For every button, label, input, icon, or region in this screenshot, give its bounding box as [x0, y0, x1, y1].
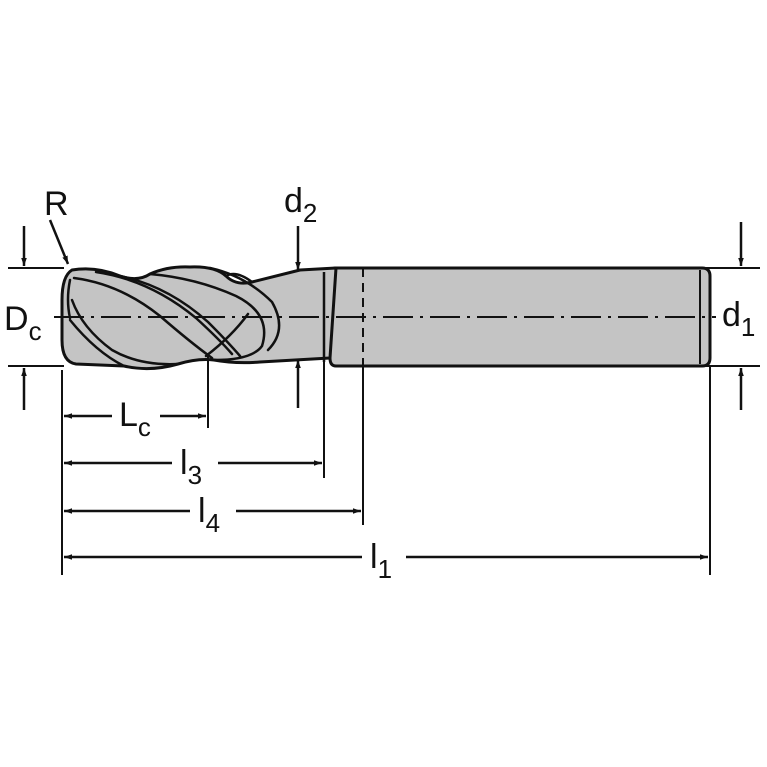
- end-mill-body: [60, 265, 712, 371]
- usable-length-label: l4: [198, 492, 220, 538]
- overall-length-label: l1: [370, 538, 392, 584]
- neck-diameter-label: d2: [284, 182, 317, 228]
- extension-lines: [8, 267, 760, 575]
- shank-diameter-label: d1: [722, 296, 755, 342]
- cutting-length-label: Lc: [119, 396, 151, 442]
- radius-leader: [48, 219, 70, 265]
- cutting-diameter-label: Dc: [4, 300, 42, 346]
- diameter-arrows: [21, 219, 744, 410]
- neck-length-label: l3: [180, 444, 202, 490]
- radius-label: R: [44, 185, 69, 223]
- length-dimensions: [64, 413, 708, 560]
